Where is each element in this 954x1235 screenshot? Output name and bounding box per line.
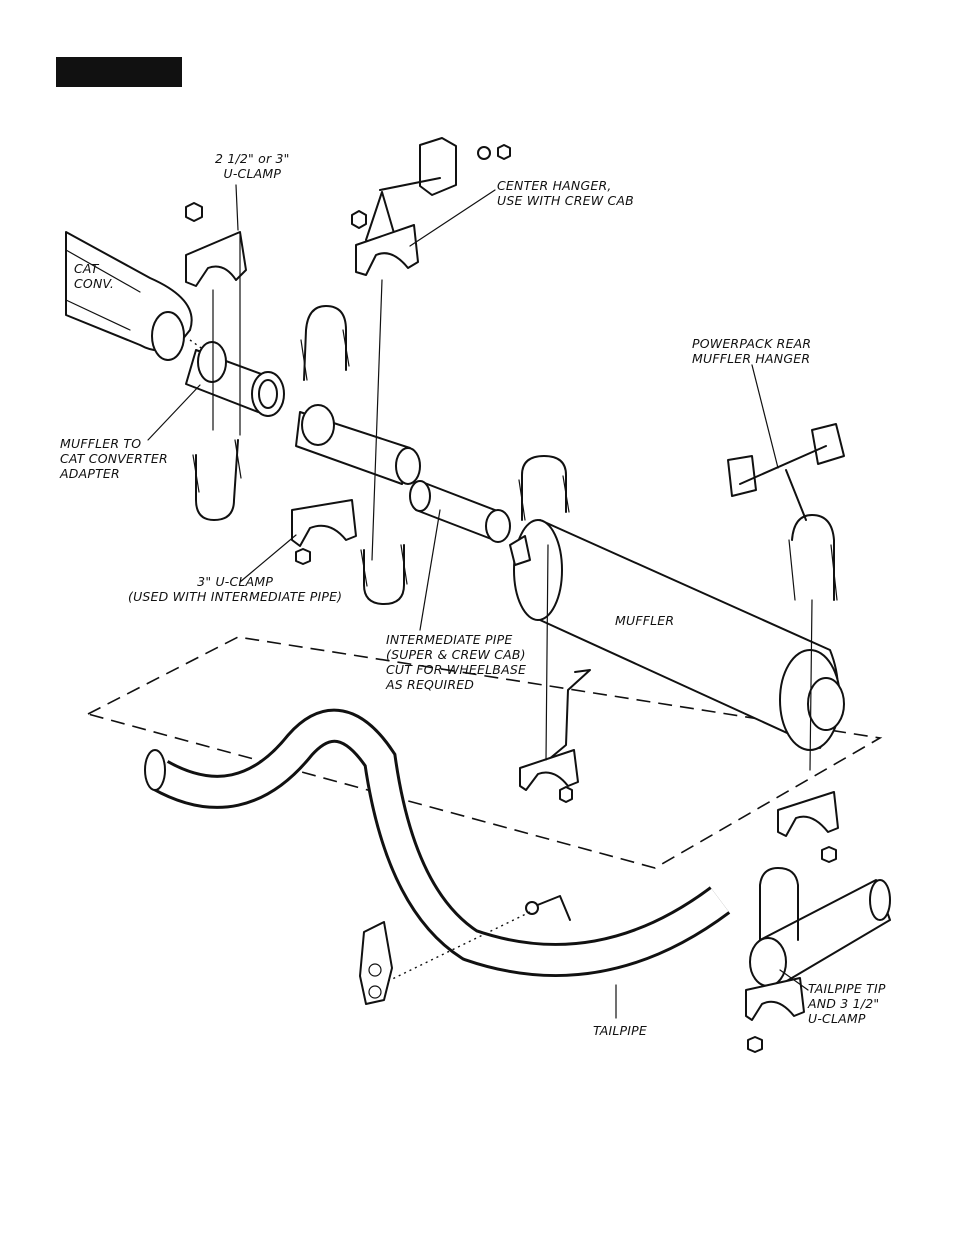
label-cat-conv: CAT CONV. bbox=[74, 261, 114, 291]
label-tailpipe-tip: TAILPIPE TIP AND 3 1/2" U-CLAMP bbox=[808, 981, 886, 1026]
intermediate-pipe-front bbox=[296, 405, 420, 484]
u-bolt-upper-center bbox=[301, 306, 349, 380]
label-adapter: MUFFLER TO CAT CONVERTER ADAPTER bbox=[60, 436, 168, 481]
label-u-clamp-top: 2 1/2" or 3" U-CLAMP bbox=[215, 151, 290, 181]
u-clamp-3-saddle bbox=[292, 500, 356, 564]
adapter-pipe bbox=[186, 342, 284, 416]
label-tailpipe: TAILPIPE bbox=[593, 1023, 647, 1038]
label-powerpack-hanger: POWERPACK REAR MUFFLER HANGER bbox=[692, 336, 811, 366]
u-bolt-center-lower bbox=[361, 545, 407, 604]
intermediate-pipe bbox=[410, 481, 510, 542]
tailpipe bbox=[145, 726, 720, 985]
muffler bbox=[510, 520, 844, 760]
powerpack-rear-hanger bbox=[728, 424, 844, 600]
u-bolt-muffler-front bbox=[519, 456, 569, 520]
label-u-clamp-3: 3" U-CLAMP (USED WITH INTERMEDIATE PIPE) bbox=[128, 574, 342, 604]
tailpipe-bracket bbox=[360, 922, 392, 1004]
label-center-hanger: CENTER HANGER, USE WITH CREW CAB bbox=[497, 178, 634, 208]
label-intermediate-pipe: INTERMEDIATE PIPE (SUPER & CREW CAB) CUT… bbox=[386, 632, 526, 692]
label-muffler: MUFFLER bbox=[615, 613, 674, 628]
u-bolt-left bbox=[193, 440, 241, 520]
